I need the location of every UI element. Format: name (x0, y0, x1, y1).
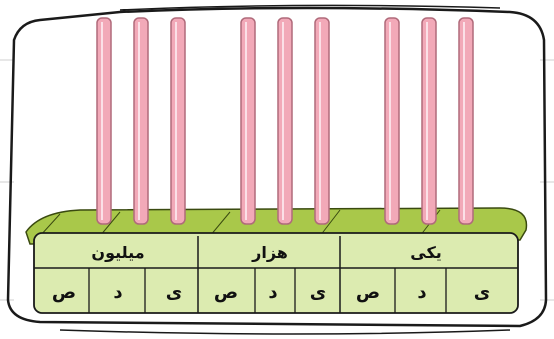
abacus-rods (96, 17, 474, 225)
group-label-millions: میلیون (91, 243, 145, 262)
rod-9 (458, 17, 474, 225)
cell-thousands-units: ی (309, 282, 327, 303)
rod-5 (277, 17, 293, 225)
rod-8 (421, 17, 437, 225)
cell-millions-hundreds: ص (51, 282, 77, 303)
group-label-thousands: هزار (252, 243, 288, 262)
group-label-ones: یکی (410, 243, 442, 262)
rod-1 (96, 17, 112, 225)
cell-thousands-hundreds: ص (213, 282, 239, 303)
cell-ones-hundreds: ص (355, 282, 381, 303)
rod-7 (384, 17, 400, 225)
rod-3 (170, 17, 186, 225)
cell-millions-units: ی (165, 282, 183, 303)
rod-4 (240, 17, 256, 225)
rod-2 (133, 17, 149, 225)
rod-6 (314, 17, 330, 225)
cell-ones-units: ی (473, 282, 491, 303)
place-value-table (33, 232, 519, 314)
cell-ones-tens: د (417, 282, 427, 303)
cell-millions-tens: د (113, 282, 123, 303)
outer-frame (6, 6, 548, 328)
cell-thousands-tens: د (268, 282, 278, 303)
